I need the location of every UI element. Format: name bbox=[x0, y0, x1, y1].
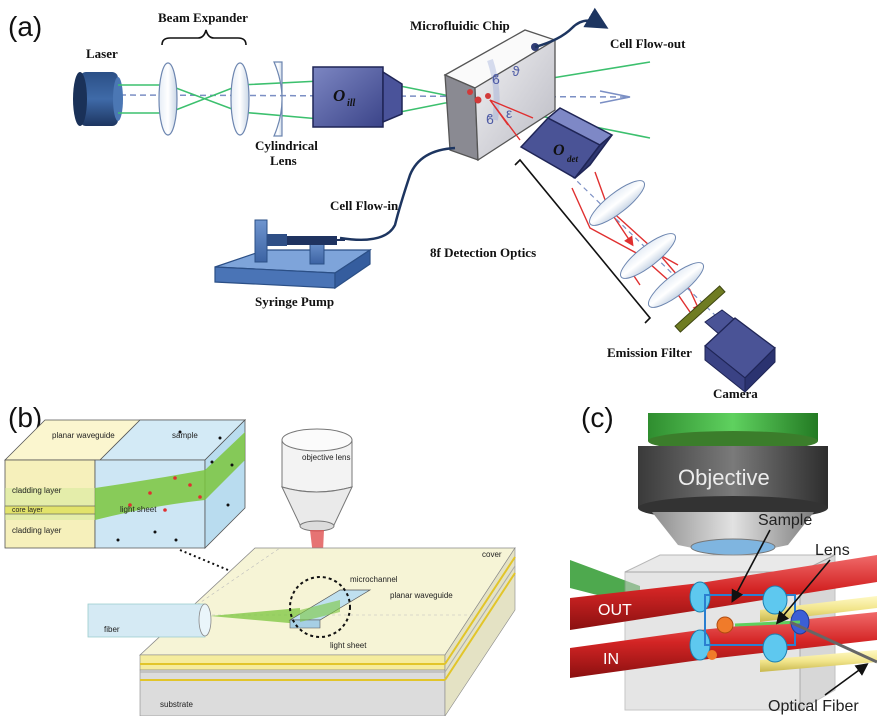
beam-expander-bracket bbox=[161, 29, 247, 46]
lens-arrow bbox=[775, 559, 831, 625]
panel-b-tag: (b) bbox=[8, 402, 42, 433]
expander-lens-1 bbox=[158, 62, 178, 136]
inset-cladding-top: cladding layer bbox=[12, 486, 62, 495]
out-label: OUT bbox=[598, 602, 632, 619]
detection-lens-1 bbox=[589, 180, 645, 226]
detection-lens-2 bbox=[620, 233, 676, 279]
light-sheet-label: light sheet bbox=[330, 641, 367, 650]
inset-core-layer: core layer bbox=[12, 507, 43, 514]
sample-arrow bbox=[731, 529, 771, 603]
svg-text:ϑ: ϑ bbox=[512, 63, 520, 79]
cell-flow-out-label: Cell Flow-out bbox=[610, 36, 686, 51]
inset-planar-waveguide: planar waveguide bbox=[52, 431, 115, 440]
fiber-label: fiber bbox=[104, 625, 120, 634]
expander-lens-2 bbox=[230, 62, 250, 136]
detection-objective bbox=[519, 107, 614, 179]
detection-bracket bbox=[514, 158, 652, 324]
inset-cladding-bottom: cladding layer bbox=[12, 526, 62, 535]
waveguide-chip bbox=[138, 546, 516, 716]
laser bbox=[73, 72, 123, 126]
camera bbox=[704, 309, 776, 394]
fiber-tube-c bbox=[760, 596, 877, 672]
panel-a-tag: (a) bbox=[8, 11, 42, 42]
substrate-label: substrate bbox=[160, 700, 193, 709]
svg-text:ε: ε bbox=[506, 105, 512, 121]
objective-lens bbox=[281, 428, 353, 532]
laser-label: Laser bbox=[86, 46, 118, 61]
panel-b: (b) planar waveguide sample c bbox=[4, 402, 516, 716]
flow-in-tube bbox=[339, 146, 456, 242]
syringe-pump bbox=[214, 219, 373, 290]
waveguide-inset bbox=[4, 419, 246, 549]
inset-sample: sample bbox=[172, 431, 198, 440]
lens-label: Lens bbox=[815, 542, 850, 559]
panel-a: (a) Laser Beam Expander Cylindrical Lens bbox=[8, 7, 776, 401]
emission-filter-label: Emission Filter bbox=[607, 345, 692, 360]
objective-c bbox=[638, 413, 828, 556]
emission-filter bbox=[674, 285, 726, 333]
cylindrical-lens-label-1: Cylindrical bbox=[255, 138, 318, 153]
o-det-label: O bbox=[553, 142, 565, 159]
optical-fiber-c bbox=[789, 620, 877, 664]
sample-label: Sample bbox=[758, 512, 812, 529]
syringe-pump-label: Syringe Pump bbox=[255, 294, 334, 309]
optical-fiber-label: Optical Fiber bbox=[768, 698, 859, 715]
o-ill-sub: ill bbox=[347, 98, 356, 109]
microfluidic-chip-label: Microfluidic Chip bbox=[410, 18, 510, 33]
planar-waveguide-label: planar waveguide bbox=[390, 591, 453, 600]
inset-light-sheet: light sheet bbox=[120, 505, 157, 514]
flow-out-tube bbox=[534, 7, 609, 49]
panel-c: (c) Objective bbox=[570, 402, 877, 715]
objective-c-label: Objective bbox=[678, 465, 770, 490]
detection-optics-label: 8f Detection Optics bbox=[430, 245, 536, 260]
svg-text:ϐ: ϐ bbox=[492, 71, 500, 87]
illumination-objective bbox=[312, 66, 403, 128]
optical-fiber-b bbox=[87, 603, 212, 638]
svg-text:ϐ: ϐ bbox=[486, 111, 494, 127]
cylindrical-lens bbox=[273, 61, 283, 137]
o-det-sub: det bbox=[567, 154, 578, 164]
camera-label: Camera bbox=[713, 386, 758, 401]
in-label: IN bbox=[603, 651, 619, 668]
objective-lens-label: objective lens bbox=[302, 453, 350, 462]
panel-c-tag: (c) bbox=[581, 402, 614, 433]
cover-label: cover bbox=[482, 550, 502, 559]
microchannel-label: microchannel bbox=[350, 575, 398, 584]
optical-fiber-arrow bbox=[824, 663, 869, 696]
detection-lens-3 bbox=[648, 262, 704, 308]
beam-expander-label: Beam Expander bbox=[158, 10, 248, 25]
axis-arrowhead bbox=[599, 90, 631, 104]
zoom-circle bbox=[289, 576, 351, 638]
microfluidic-chip: ϐ ϑ ϐ ε bbox=[443, 29, 557, 162]
o-ill-label: O bbox=[333, 86, 345, 105]
cylindrical-lens-label-2: Lens bbox=[270, 153, 297, 168]
cell-flow-in-label: Cell Flow-in bbox=[330, 198, 399, 213]
